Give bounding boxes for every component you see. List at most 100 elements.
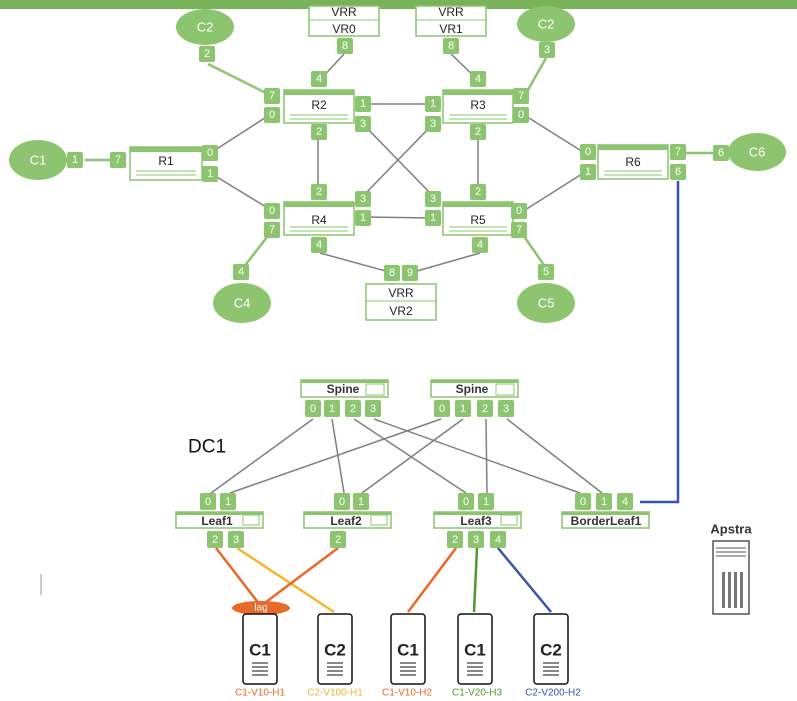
client-c4[interactable]: C4 [213,283,271,323]
leaf-3-label: Leaf3 [460,514,492,528]
host-h5[interactable]: C2 [533,613,569,685]
dc-title: DC1 [188,437,226,458]
client-c6[interactable]: C6 [728,133,786,171]
link-s1-p1-leaf2 [331,418,345,494]
port-leaf1-0: 0 [200,493,216,510]
port-r1-0: 0 [202,145,218,161]
svg-text:4: 4 [316,73,322,85]
wan-links [211,53,586,274]
svg-text:1: 1 [360,98,366,110]
router-r6-label: R6 [625,155,641,169]
port-r5-0: 0 [511,203,527,219]
svg-text:0: 0 [310,403,316,415]
vrr-vr0-top-label: VRR [331,5,357,19]
leaf-1[interactable]: Leaf1 [175,511,264,529]
svg-text:2: 2 [452,534,458,546]
host-h1-caption: C1-V10-H1 [235,688,285,699]
port-vr0-8: 8 [337,38,353,54]
port-c5-5: 5 [538,264,554,280]
router-r2-label: R2 [311,98,327,112]
port-s2-0: 0 [434,400,450,417]
svg-text:2: 2 [316,186,322,198]
host-h3-caption: C1-V10-H2 [382,688,432,699]
port-r6-0: 0 [580,144,596,160]
svg-text:3: 3 [233,534,239,546]
client-c1[interactable]: C1 [9,140,67,180]
port-vr2-8: 8 [384,265,400,281]
port-leaf2-0: 0 [334,493,350,510]
svg-text:0: 0 [516,205,522,217]
svg-text:4: 4 [477,239,483,251]
port-r3-4: 4 [470,71,486,87]
client-c1-label: C1 [30,153,47,168]
port-r5-2: 2 [470,184,486,200]
apstra-server-icon[interactable] [712,540,750,615]
svg-text:1: 1 [430,212,436,224]
port-r3-2: 2 [470,124,486,140]
host-links [215,546,552,614]
svg-text:6: 6 [675,166,681,178]
port-r4-2: 2 [311,184,327,200]
leaf-port-boxes: 0 1 2 3 0 1 2 0 1 2 3 4 0 1 4 [200,493,633,548]
port-s2-1: 1 [455,400,471,417]
dc-links [210,418,603,494]
link-r3-r6 [528,117,584,153]
port-leaf3-4: 4 [490,531,506,548]
vrr-vr0[interactable]: VRR VR0 [308,5,380,37]
port-leaf3-2: 2 [447,531,463,548]
port-r4-1: 1 [355,210,371,226]
router-r2[interactable]: R2 [283,89,355,124]
svg-text:7: 7 [269,224,275,236]
leaf-3[interactable]: Leaf3 [433,511,522,529]
port-r6-1: 1 [580,164,596,180]
host-h5-label: C2 [540,641,562,660]
host-h1[interactable]: C1 [242,613,278,685]
svg-text:2: 2 [335,534,341,546]
router-r6[interactable]: R6 [597,144,669,180]
link-leaf3-h3 [407,547,457,613]
vrr-vr1[interactable]: VRR VR1 [415,5,487,37]
spine-1-label: Spine [327,382,360,396]
svg-text:8: 8 [342,40,348,52]
svg-text:0: 0 [463,496,469,508]
host-h3[interactable]: C1 [390,613,426,685]
port-s1-0: 0 [305,400,321,417]
link-s1-p0-leaf1 [210,418,314,494]
link-r6-borderleaf [640,181,680,504]
svg-text:7: 7 [516,224,522,236]
border-leaf-1[interactable]: BorderLeaf1 [561,511,650,529]
host-h4[interactable]: C1 [457,613,493,685]
link-r3-r4 [362,123,434,197]
svg-text:1: 1 [329,403,335,415]
router-r5[interactable]: R5 [442,201,514,236]
router-r4[interactable]: R4 [283,201,355,236]
client-c5[interactable]: C5 [517,283,575,323]
router-r1[interactable]: R1 [129,146,203,181]
link-c2a-r2 [207,62,273,98]
client-c6-label: C6 [749,145,766,160]
port-r1-7: 7 [110,152,126,168]
link-s1-p3-border [373,418,581,494]
vrr-vr2-bottom-label: VR2 [389,304,413,318]
port-r4-7: 7 [264,222,280,238]
svg-text:2: 2 [204,48,210,60]
spine-2-label: Spine [456,382,489,396]
host-h2[interactable]: C2 [317,613,353,685]
link-leaf1-lag [215,547,261,606]
client-c2a[interactable]: C2 [176,9,234,45]
leaf-2-label: Leaf2 [330,514,362,528]
port-r6-7: 7 [670,144,686,160]
svg-text:7: 7 [675,146,681,158]
vrr-vr2-top-label: VRR [388,286,414,300]
port-s1-1: 1 [324,400,340,417]
svg-text:0: 0 [439,403,445,415]
router-r3[interactable]: R3 [442,89,514,124]
svg-text:1: 1 [585,166,591,178]
leaf-2[interactable]: Leaf2 [303,511,392,529]
client-c2b[interactable]: C2 [517,6,575,42]
spine-1[interactable]: Spine [300,379,389,398]
client-c4-label: C4 [234,296,251,311]
vrr-vr2[interactable]: VRR VR2 [365,283,437,321]
spine-2[interactable]: Spine [430,379,519,398]
